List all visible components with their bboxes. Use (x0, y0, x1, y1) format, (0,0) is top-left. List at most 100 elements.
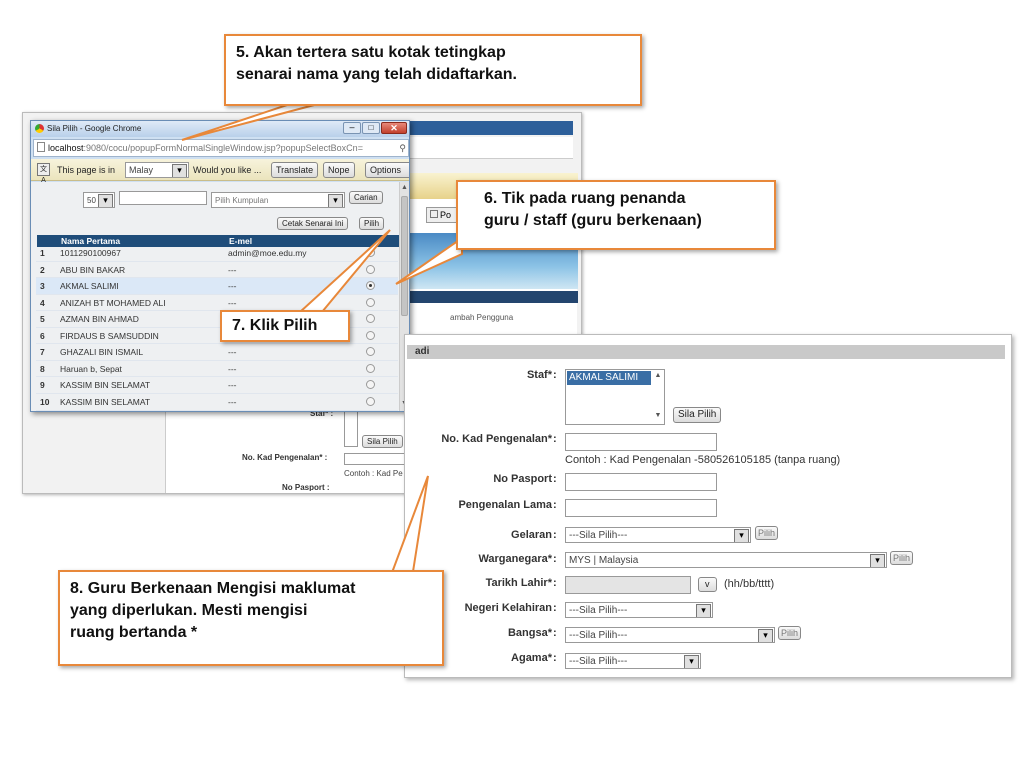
callout-6: 6. Tik pada ruang penanda guru / staff (… (456, 180, 776, 250)
birth-state-select[interactable]: ---Sila Pilih--- (565, 602, 713, 618)
row-name: ANIZAH BT MOHAMED ALI (60, 297, 166, 308)
search-button[interactable]: Carian (349, 191, 383, 204)
header-email: E-mel (229, 236, 253, 246)
back-example-text: Contoh : Kad Pe (344, 469, 403, 478)
row-radio[interactable] (366, 264, 375, 274)
callout-6-line-1: 6. Tik pada ruang penanda (484, 190, 686, 207)
calendar-button[interactable]: v (698, 577, 717, 592)
callout-5-line-1: 5. Akan tertera satu kotak tetingkap (236, 44, 506, 61)
staf-pick-button[interactable]: Sila Pilih (673, 407, 722, 423)
form-section-bar: adi (407, 345, 1005, 359)
row-radio-checked[interactable] (366, 281, 375, 290)
listbox-scroll-up-icon[interactable]: ▲ (654, 372, 662, 379)
popup-title: Sila Pilih - Google Chrome (47, 124, 142, 133)
row-number: 3 (40, 281, 45, 291)
address-bar[interactable]: localhost:9080/cocu/popupFormNormalSingl… (33, 139, 409, 157)
old-id-input[interactable] (565, 499, 717, 517)
translate-button[interactable]: Translate (271, 162, 319, 178)
translate-bar: 文A This page is in Malay Would you like … (31, 159, 409, 184)
row-radio[interactable] (366, 330, 375, 340)
citizenship-label: Warganegara* (478, 553, 552, 565)
row-radio[interactable] (366, 363, 375, 373)
citizenship-pick-button[interactable]: Pilih (890, 551, 914, 565)
row-radio[interactable] (366, 396, 375, 406)
page-size-select[interactable]: 50 (83, 192, 115, 208)
back-window-link[interactable]: ambah Pengguna (450, 313, 514, 322)
row-number: 5 (40, 314, 45, 324)
pick-button[interactable]: Pilih (359, 217, 385, 230)
kp-colon: : (553, 433, 557, 445)
religion-select[interactable]: ---Sila Pilih--- (565, 653, 701, 669)
language-select[interactable]: Malay (125, 162, 189, 178)
scroll-up-icon[interactable]: ▲ (401, 184, 408, 191)
home-icon (430, 210, 438, 218)
staf-label: Staf* (526, 369, 552, 381)
translate-prefix: This page is in (57, 165, 116, 175)
row-name: AKMAL SALIMI (60, 281, 119, 291)
staf-colon: : (553, 369, 557, 381)
row-radio[interactable] (366, 248, 375, 257)
row-name: AZMAN BIN AHMAD (60, 314, 139, 324)
kp-label: No. Kad Pengenalan* (441, 433, 552, 445)
listbox-scroll-down-icon[interactable]: ▼ (654, 412, 662, 419)
title-pick-button[interactable]: Pilih (755, 526, 779, 540)
citizenship-select[interactable]: MYS | Malaysia (565, 552, 887, 568)
row-email: --- (228, 347, 237, 357)
row-number: 4 (40, 297, 45, 308)
row-number: 1 (40, 248, 45, 258)
translate-question: Would you like ... (193, 165, 262, 175)
callout-7-text: 7. Klik Pilih (232, 317, 318, 334)
race-label: Bangsa* (507, 627, 552, 639)
kp-hint: Contoh : Kad Pengenalan -580526105185 (t… (565, 454, 841, 466)
minimize-icon[interactable]: – (343, 122, 361, 134)
dob-input[interactable] (565, 576, 691, 594)
zoom-icon[interactable]: ⚲ (399, 143, 406, 153)
header-name: Nama Pertama (61, 236, 121, 246)
back-window-header-strip (403, 121, 573, 135)
race-select[interactable]: ---Sila Pilih--- (565, 627, 775, 643)
callout-8: 8. Guru Berkenaan Mengisi maklumat yang … (58, 570, 444, 666)
race-pick-button[interactable]: Pilih (778, 626, 802, 640)
callout-5-line-2: senarai nama yang telah didaftarkan. (236, 66, 517, 83)
row-email: --- (228, 380, 237, 390)
back-pick-button[interactable]: Sila Pilih (362, 435, 403, 448)
nope-button[interactable]: Nope (323, 162, 355, 178)
row-email: --- (228, 396, 237, 407)
maximize-icon[interactable]: □ (362, 122, 380, 134)
dob-colon: : (553, 577, 557, 589)
group-select[interactable]: Pilih Kumpulan (211, 192, 345, 208)
row-radio[interactable] (366, 380, 375, 389)
religion-colon: : (553, 652, 557, 664)
scroll-thumb[interactable] (401, 196, 408, 316)
callout-5: 5. Akan tertera satu kotak tetingkap sen… (224, 34, 642, 106)
row-radio[interactable] (366, 314, 375, 323)
pasport-label: No Pasport (493, 473, 552, 485)
back-kp-label: No. Kad Pengenalan* : (242, 453, 328, 462)
staf-listbox[interactable]: AKMAL SALIMI ▲ ▼ (565, 369, 665, 425)
callout-8-line-3: ruang bertanda * (70, 624, 198, 641)
close-icon[interactable]: ✕ (381, 122, 407, 134)
search-input[interactable] (119, 191, 207, 205)
row-number: 6 (40, 330, 45, 341)
row-radio[interactable] (366, 347, 375, 356)
options-button[interactable]: Options (365, 162, 409, 178)
title-select[interactable]: ---Sila Pilih--- (565, 527, 751, 543)
pasport-colon: : (553, 473, 557, 485)
old-id-colon: : (553, 499, 557, 511)
row-radio[interactable] (366, 297, 375, 307)
kp-input[interactable] (565, 433, 717, 451)
staf-selected[interactable]: AKMAL SALIMI (567, 371, 651, 385)
print-list-button[interactable]: Cetak Senarai Ini (277, 217, 349, 230)
callout-8-line-2: yang diperlukan. Mesti mengisi (70, 602, 308, 619)
pasport-input[interactable] (565, 473, 717, 491)
row-name: KASSIM BIN SELAMAT (60, 396, 151, 407)
row-name: FIRDAUS B SAMSUDDIN (60, 330, 159, 341)
